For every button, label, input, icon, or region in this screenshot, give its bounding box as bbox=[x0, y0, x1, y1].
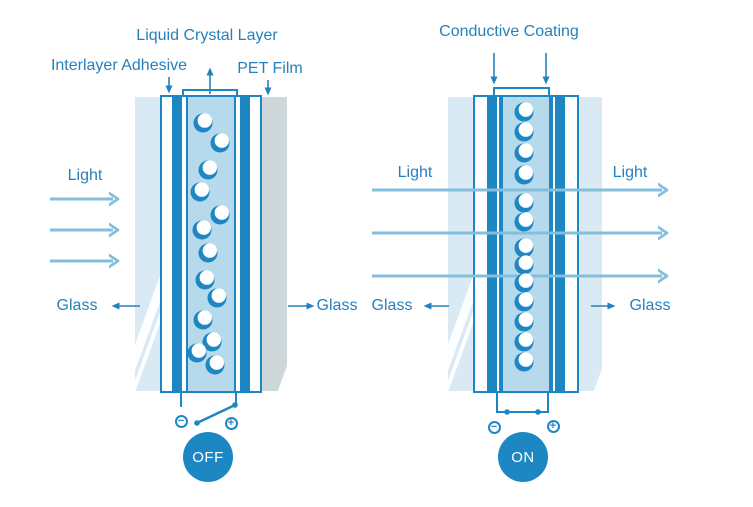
left-stack-liquid-crystal-layer bbox=[186, 95, 238, 393]
negative-terminal-icon: − bbox=[487, 420, 501, 434]
glass-reflection-streak bbox=[578, 228, 602, 391]
liquid-crystal-layer-label: Liquid Crystal Layer bbox=[136, 27, 278, 44]
right-stack-liquid-crystal-layer bbox=[501, 95, 551, 393]
left-light-label: Light bbox=[67, 167, 103, 184]
right-glass-left-label: Glass bbox=[371, 297, 413, 314]
left-glass-right-label: Glass bbox=[316, 297, 358, 314]
left-blocked-light-rays bbox=[50, 199, 113, 261]
switch-contact-dot bbox=[535, 409, 541, 415]
left-glass-left-label: Glass bbox=[56, 297, 98, 314]
right-stack-conductive-coating-right bbox=[555, 95, 565, 393]
right-light-left-label: Light bbox=[397, 164, 433, 181]
right-glass-pane-front bbox=[448, 97, 473, 391]
right-light-right-label: Light bbox=[612, 164, 648, 181]
pet-film-label: PET Film bbox=[237, 60, 303, 77]
left-stack-conductive-coating-right bbox=[240, 95, 250, 393]
on-state-badge: ON bbox=[498, 432, 548, 482]
switch-contact-dot bbox=[232, 402, 238, 408]
right-circuit-wires bbox=[496, 392, 549, 413]
positive-terminal-icon: + bbox=[546, 419, 560, 433]
glass-reflection-streak bbox=[578, 228, 602, 391]
positive-terminal-icon: + bbox=[224, 416, 238, 430]
right-glass-pane-back bbox=[578, 97, 602, 391]
glass-reflection-streak bbox=[262, 228, 287, 391]
left-glass-pane-back bbox=[262, 97, 287, 391]
right-glass-right-label: Glass bbox=[629, 297, 671, 314]
left-stack-conductive-coating-left bbox=[172, 95, 182, 393]
negative-terminal-icon: − bbox=[174, 414, 188, 428]
left-glass-pane-front bbox=[135, 97, 160, 391]
conductive-coating-label: Conductive Coating bbox=[439, 23, 579, 40]
right-stack-conductive-coating-left bbox=[487, 95, 497, 393]
interlayer-adhesive-label: Interlayer Adhesive bbox=[50, 57, 188, 74]
switch-contact-dot bbox=[194, 420, 200, 426]
glass-reflection-streak bbox=[262, 228, 287, 391]
switch-contact-dot bbox=[504, 409, 510, 415]
off-state-badge: OFF bbox=[183, 432, 233, 482]
